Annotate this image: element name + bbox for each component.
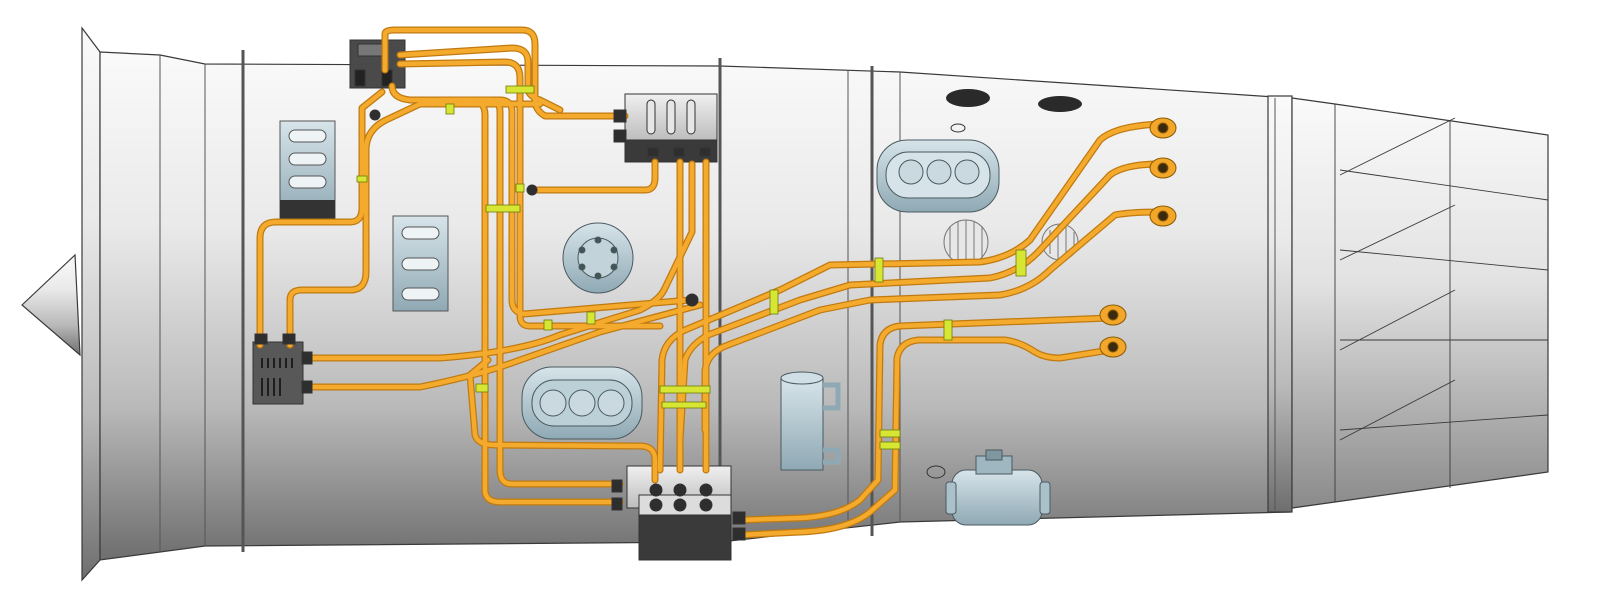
port-opening <box>1038 96 1082 112</box>
pipe-fittings <box>254 109 746 541</box>
inlet-flange <box>81 26 101 582</box>
rear-flange <box>1267 95 1293 513</box>
port-opening <box>926 465 946 479</box>
fuel-piping <box>256 26 1164 539</box>
vent-panel-center <box>392 215 449 312</box>
port-opening <box>950 123 966 133</box>
manifold-block-lower <box>626 465 732 561</box>
exhaust-nozzle-icon <box>1291 97 1549 509</box>
triple-port-plate-center <box>521 366 643 440</box>
vent-panel-left <box>279 120 336 220</box>
nozzle-icon <box>1099 117 1177 358</box>
cylinder-tank-icon <box>780 371 841 471</box>
pipe-clamps <box>356 85 1027 450</box>
connector-box-left <box>252 341 304 405</box>
pump-icon <box>945 449 1051 526</box>
triple-port-plate-rear <box>876 139 1000 213</box>
round-cover-plate <box>562 222 634 294</box>
connector-box-top <box>349 39 406 89</box>
port-opening <box>946 89 990 107</box>
nose-cone-icon <box>21 253 81 357</box>
